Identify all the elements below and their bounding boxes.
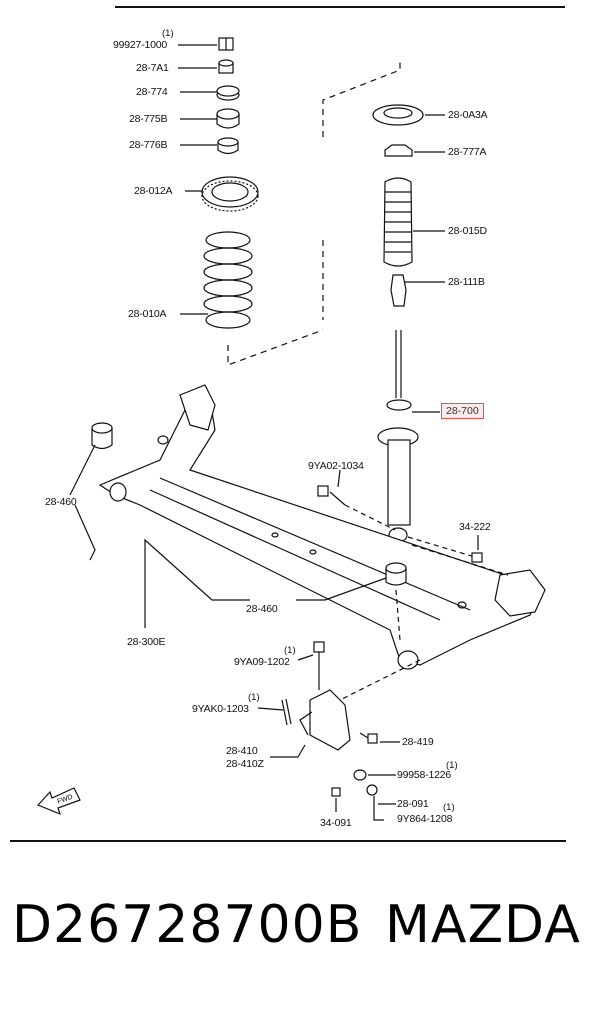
qty-9yak0: (1) bbox=[248, 692, 260, 703]
part-number: D26728700B bbox=[12, 895, 363, 955]
label-28-091: 28-091 bbox=[397, 798, 429, 810]
label-28-012a: 28-012A bbox=[134, 185, 173, 197]
rear-axle-beam bbox=[98, 384, 546, 670]
label-28-111b: 28-111B bbox=[448, 276, 485, 288]
label-34-091: 34-091 bbox=[320, 817, 352, 829]
label-28-7a1: 28-7A1 bbox=[136, 62, 169, 74]
bushing-28776b bbox=[217, 137, 239, 155]
fwd-arrow-icon bbox=[36, 787, 81, 816]
label-28-015d: 28-015D bbox=[448, 225, 487, 237]
diagram-drawing: FWD bbox=[36, 37, 546, 821]
coil-spring bbox=[203, 231, 253, 329]
bushing-28775b bbox=[216, 108, 240, 129]
qty-99958: (1) bbox=[446, 760, 458, 771]
shock-absorber bbox=[377, 330, 419, 543]
label-28-410z: 28-410Z bbox=[226, 758, 264, 770]
label-28-775b: 28-775B bbox=[129, 113, 168, 125]
qty-99927: (1) bbox=[162, 28, 174, 39]
label-9yak0-1203: 9YAK0-1203 bbox=[192, 703, 249, 715]
label-34-222: 34-222 bbox=[459, 521, 491, 533]
label-28-0a3a: 28-0A3A bbox=[448, 109, 488, 121]
dust-boot bbox=[383, 177, 413, 267]
caption: D26728700B MAZDA bbox=[0, 895, 600, 975]
qty-9y864: (1) bbox=[443, 802, 455, 813]
label-28-410: 28-410 bbox=[226, 745, 258, 757]
suspension-exploded-diagram: FWD (1) 99927-1000 28-7A1 28-774 28-775B… bbox=[36, 28, 546, 829]
label-9y864-1208: 9Y864-1208 bbox=[397, 813, 453, 825]
label-28-776b: 28-776B bbox=[129, 139, 168, 151]
top-rule bbox=[115, 6, 565, 8]
qty-9ya09: (1) bbox=[284, 645, 296, 656]
washer-28774 bbox=[216, 85, 240, 101]
label-28-777a: 28-777A bbox=[448, 146, 487, 158]
label-9ya02-1034: 9YA02-1034 bbox=[308, 460, 364, 472]
label-28-774: 28-774 bbox=[136, 86, 168, 98]
label-28-700-highlighted[interactable]: 28-700 bbox=[441, 403, 484, 419]
label-28-460-left: 28-460 bbox=[45, 496, 77, 508]
brand-name: MAZDA bbox=[385, 895, 581, 955]
label-28-300e: 28-300E bbox=[127, 636, 166, 648]
nut-287a1 bbox=[218, 59, 234, 74]
label-28-460-center: 28-460 bbox=[246, 603, 278, 615]
label-9ya09-1202: 9YA09-1202 bbox=[234, 656, 290, 668]
bottom-rule bbox=[10, 840, 566, 842]
label-28-010a: 28-010A bbox=[128, 308, 167, 320]
nut-99927 bbox=[218, 37, 234, 51]
label-99927-1000: 99927-1000 bbox=[113, 39, 168, 51]
label-99958-1226: 99958-1226 bbox=[397, 769, 452, 781]
label-28-419: 28-419 bbox=[402, 736, 434, 748]
